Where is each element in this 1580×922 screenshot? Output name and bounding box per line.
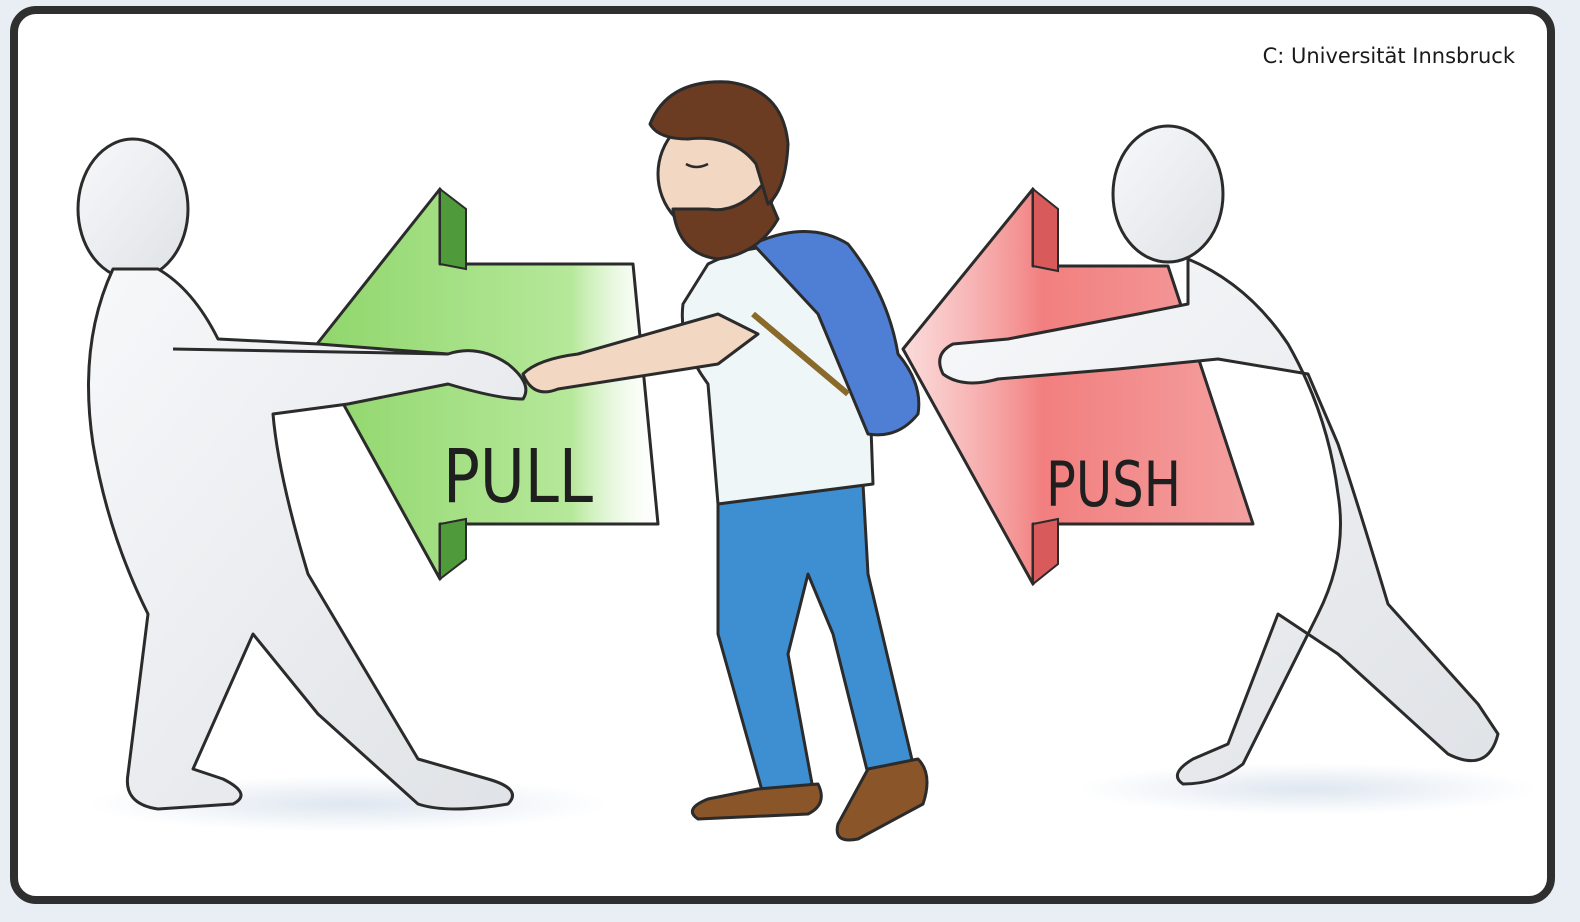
push-label: PUSH: [1046, 448, 1181, 521]
image-credit: C: Universität Innsbruck: [1263, 44, 1515, 68]
left-shoe: [692, 784, 821, 819]
right-shoe: [837, 759, 927, 840]
illustration-frame: PULL PUSH: [10, 6, 1555, 904]
push-pull-illustration: PULL PUSH: [18, 14, 1547, 896]
ground-shadow: [1078, 763, 1538, 815]
pull-label: PULL: [443, 434, 593, 520]
jeans: [718, 484, 913, 798]
